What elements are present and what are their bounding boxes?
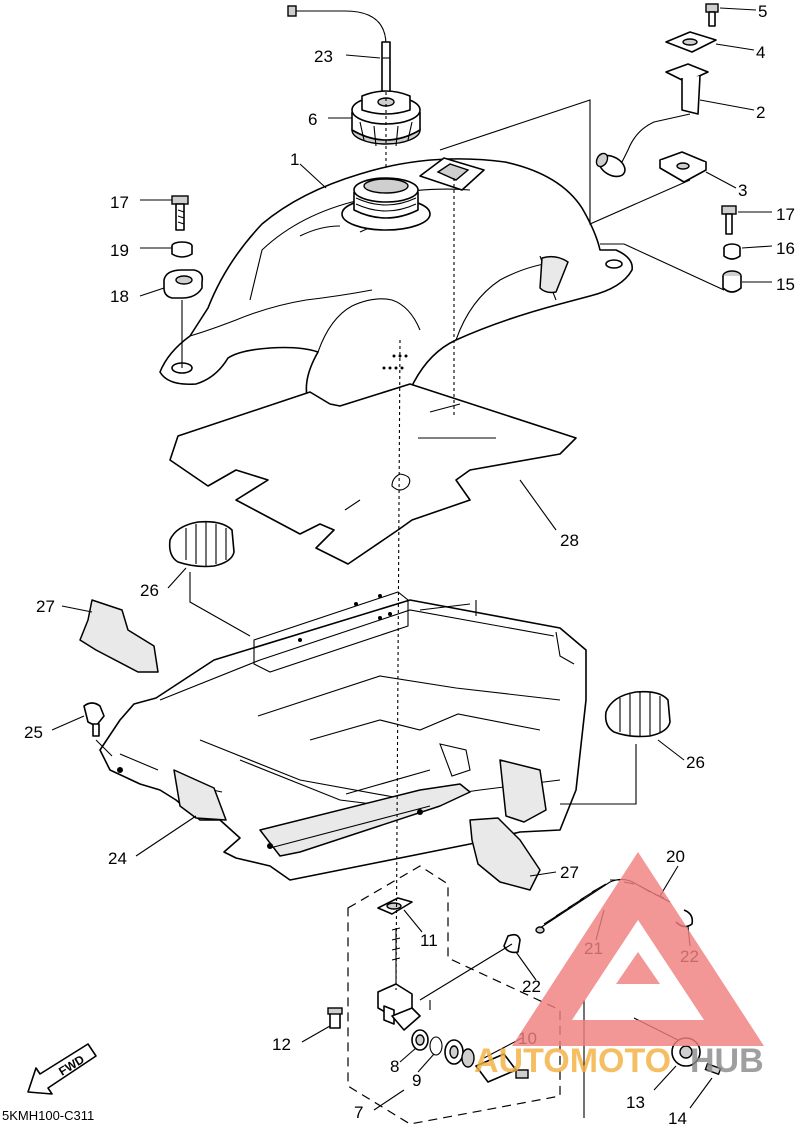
fuel-tank: [159, 157, 633, 452]
callout-14: 14: [668, 1109, 687, 1126]
callout-24: 24: [108, 849, 127, 868]
callout-1: 1: [290, 150, 299, 169]
callout-3: 3: [738, 181, 747, 200]
callout-22-left: 22: [522, 977, 541, 996]
watermark-text-part1: AUTOMOTO: [474, 1042, 671, 1080]
side-cover-right: [469, 817, 541, 891]
callout-18: 18: [110, 287, 129, 306]
tank-padding: [169, 383, 577, 565]
callout-17-right: 17: [776, 205, 795, 224]
callout-17-left: 17: [110, 193, 129, 212]
callout-27-top: 27: [36, 597, 55, 616]
callout-8: 8: [390, 1057, 399, 1076]
callout-25: 25: [24, 723, 43, 742]
right-mount-hardware: [721, 205, 742, 293]
gasket-11: [377, 897, 413, 915]
callout-11: 11: [420, 931, 438, 950]
damper-right: [604, 690, 671, 738]
watermark-text-part2: HUB: [690, 1042, 764, 1080]
damper-top: [168, 520, 235, 568]
callout-19: 19: [110, 241, 129, 260]
callout-7: 7: [354, 1103, 363, 1122]
fwd-arrow-icon: FWD: [27, 1043, 97, 1095]
guide-lines: [95, 92, 725, 1125]
callout-28: 28: [560, 531, 579, 550]
left-mount-hardware: [163, 195, 204, 299]
callout-4: 4: [756, 43, 765, 62]
drawing-code: 5KMH100-C311: [2, 1108, 94, 1123]
frame-bracket: [99, 591, 587, 881]
callout-16: 16: [776, 239, 795, 258]
watermark-triangle-icon: [512, 852, 764, 1046]
callout-5: 5: [758, 2, 767, 21]
fuel-cock-assembly: [327, 927, 529, 1083]
callout-9: 9: [412, 1071, 421, 1090]
callout-26-top: 26: [140, 581, 159, 600]
callout-12: 12: [272, 1035, 291, 1054]
callout-27-bottom: 27: [560, 863, 579, 882]
bolt-25: [83, 702, 105, 737]
callout-13: 13: [626, 1093, 645, 1112]
side-cover-left: [79, 599, 159, 673]
breather-hose: [287, 5, 391, 93]
watermark-logo: AUTOMOTO HUB: [474, 852, 764, 1080]
callout-20: 20: [666, 847, 685, 866]
callout-26-right: 26: [686, 753, 705, 772]
callout-23: 23: [314, 47, 333, 66]
callout-15: 15: [776, 275, 795, 294]
fuel-sender-assembly: [595, 3, 719, 183]
callout-6: 6: [308, 110, 317, 129]
callout-2: 2: [756, 103, 765, 122]
